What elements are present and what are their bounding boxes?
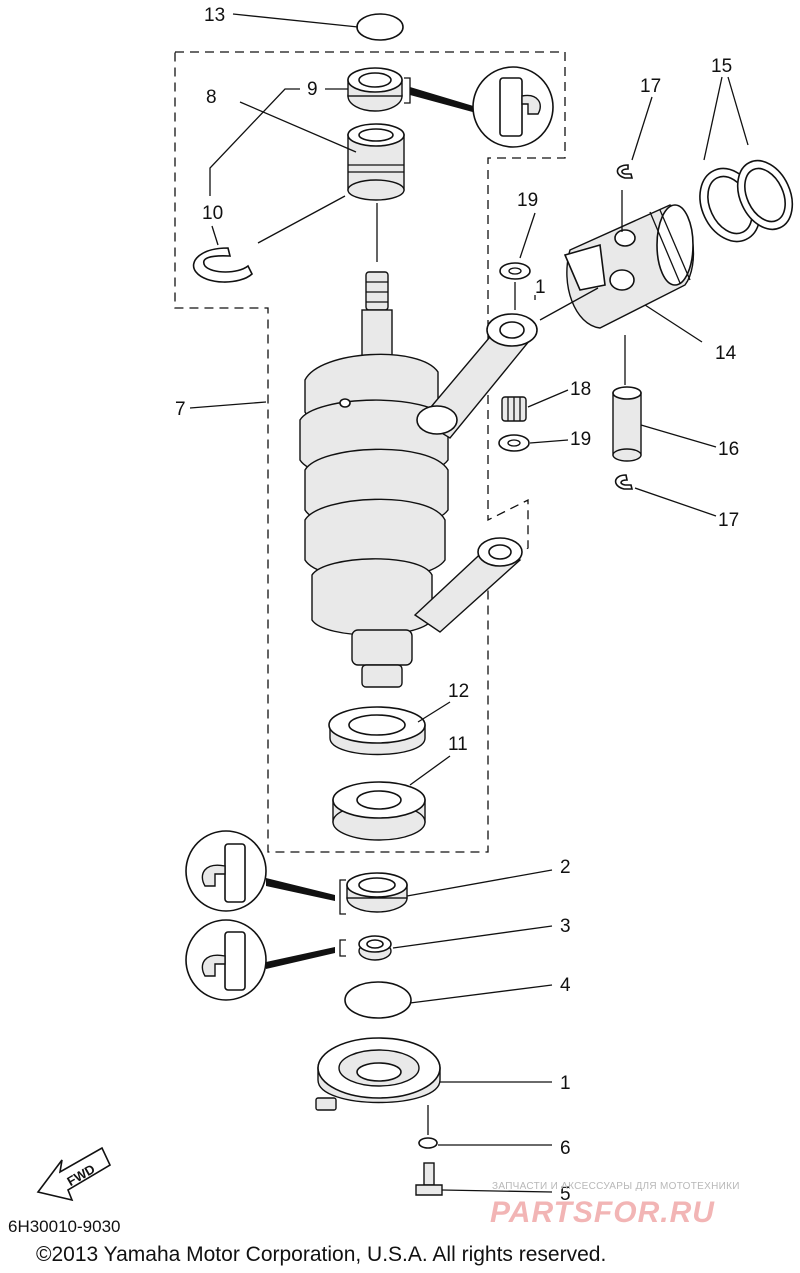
callout-18: 18 xyxy=(570,379,591,400)
piston-14 xyxy=(563,204,695,329)
callout-7: 7 xyxy=(175,399,186,420)
seal-housing-12 xyxy=(328,706,426,756)
grease-apply-icon xyxy=(472,66,554,148)
callout-1-lower: 1 xyxy=(560,1073,571,1094)
oil-seal-9 xyxy=(347,67,403,112)
connecting-rod-1-upper xyxy=(416,313,538,439)
oil-seal-3 xyxy=(358,935,392,961)
crankshaft-7 xyxy=(299,271,449,688)
o-ring-4 xyxy=(344,981,412,1019)
washer-19-upper xyxy=(499,262,531,280)
piston-rings-15 xyxy=(699,159,794,243)
callout-15: 15 xyxy=(711,56,732,77)
callout-12: 12 xyxy=(448,681,469,702)
crankcase-housing-1 xyxy=(315,1037,441,1111)
circlip-17-lower xyxy=(614,474,634,490)
copyright-notice: ©2013 Yamaha Motor Corporation, U.S.A. A… xyxy=(36,1243,606,1266)
circlip-17-upper xyxy=(616,164,634,179)
bolt-5 xyxy=(415,1162,443,1196)
callout-16: 16 xyxy=(718,439,739,460)
piston-pin-16 xyxy=(612,386,642,462)
callout-13: 13 xyxy=(204,5,225,26)
callout-8: 8 xyxy=(206,87,217,108)
callout-3: 3 xyxy=(560,916,571,937)
callout-19-top: 19 xyxy=(517,190,538,211)
callout-1-top: 1 xyxy=(535,277,546,298)
watermark-brand: PARTSFOR.RU xyxy=(490,1196,715,1229)
needle-bearing-18 xyxy=(501,396,527,422)
needle-bearing-8 xyxy=(347,123,405,201)
callout-6: 6 xyxy=(560,1138,571,1159)
watermark-tagline: ЗАПЧАСТИ И АКСЕССУАРЫ ДЛЯ МОТОТЕХНИКИ xyxy=(492,1181,740,1192)
connecting-rod-lower xyxy=(413,537,523,633)
circlip-10 xyxy=(192,247,253,283)
oil-seal-2 xyxy=(346,872,408,913)
callout-9: 9 xyxy=(307,79,318,100)
callout-10: 10 xyxy=(202,203,223,224)
washer-19-lower xyxy=(498,434,530,452)
ball-bearing-11 xyxy=(332,781,426,841)
crankshaft-assembly-boundary xyxy=(174,51,566,853)
o-ring-13 xyxy=(356,13,404,41)
callout-11: 11 xyxy=(448,734,468,755)
grease-apply-icon-lower-2 xyxy=(185,919,267,1001)
callout-14: 14 xyxy=(715,343,737,364)
grease-apply-icon-lower-1 xyxy=(185,830,267,912)
callout-4: 4 xyxy=(560,975,571,996)
callout-2: 2 xyxy=(560,857,571,878)
washer-6 xyxy=(418,1137,438,1149)
callout-17-lower: 17 xyxy=(718,510,739,531)
catalog-code: 6H30010-9030 xyxy=(8,1217,120,1236)
callout-17-top: 17 xyxy=(640,76,661,97)
callout-5: 5 xyxy=(560,1184,571,1205)
forward-direction-arrow: FWD xyxy=(36,1146,112,1202)
callout-19-lower: 19 xyxy=(570,429,591,450)
